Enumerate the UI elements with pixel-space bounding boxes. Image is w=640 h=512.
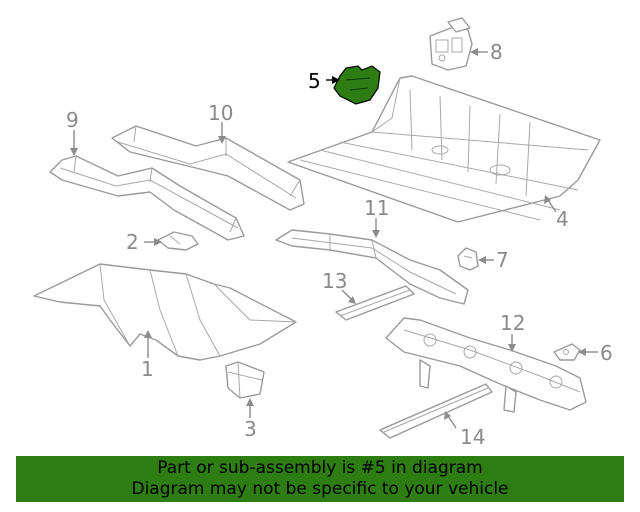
part-3-bracket <box>225 361 265 399</box>
part-9-crossmember <box>49 155 245 241</box>
parts-diagram: 1 2 3 4 5 6 7 8 9 10 11 12 13 14 <box>33 17 613 449</box>
part-1-front-floor-panel <box>33 263 297 361</box>
callout-3: 3 <box>244 417 257 441</box>
part-12-crossmember-assembly <box>385 317 587 413</box>
part-14-rail <box>379 383 493 439</box>
part-2-clip <box>157 231 199 251</box>
part-10-crossmember <box>111 125 305 211</box>
part-4-rear-floor-panel <box>287 75 601 223</box>
callout-2: 2 <box>126 230 139 254</box>
callout-leaders <box>70 48 598 429</box>
part-8-bracket <box>429 17 473 71</box>
part-7-clip <box>457 247 479 271</box>
callout-9: 9 <box>66 108 79 132</box>
part-13-rail <box>335 285 415 321</box>
part-5-bracket <box>333 65 381 105</box>
banner-line-1: Part or sub-assembly is #5 in diagram <box>157 458 483 478</box>
callout-5: 5 <box>308 69 321 93</box>
callout-numbers: 1 2 3 4 5 6 7 8 9 10 11 12 13 14 <box>66 40 613 449</box>
part-11-crossmember <box>275 229 469 305</box>
callout-4: 4 <box>556 207 569 231</box>
callout-8: 8 <box>490 40 503 64</box>
callout-10: 10 <box>208 101 233 125</box>
callout-7: 7 <box>496 248 509 272</box>
callout-11: 11 <box>364 196 389 220</box>
callout-12: 12 <box>500 311 525 335</box>
callout-1: 1 <box>141 357 154 381</box>
callout-14: 14 <box>460 425 485 449</box>
info-banner: Part or sub-assembly is #5 in diagram Di… <box>16 456 624 502</box>
callout-6: 6 <box>600 341 613 365</box>
banner-line-2: Diagram may not be specific to your vehi… <box>131 479 509 499</box>
part-6-bracket <box>553 343 581 361</box>
callout-13: 13 <box>322 269 347 293</box>
